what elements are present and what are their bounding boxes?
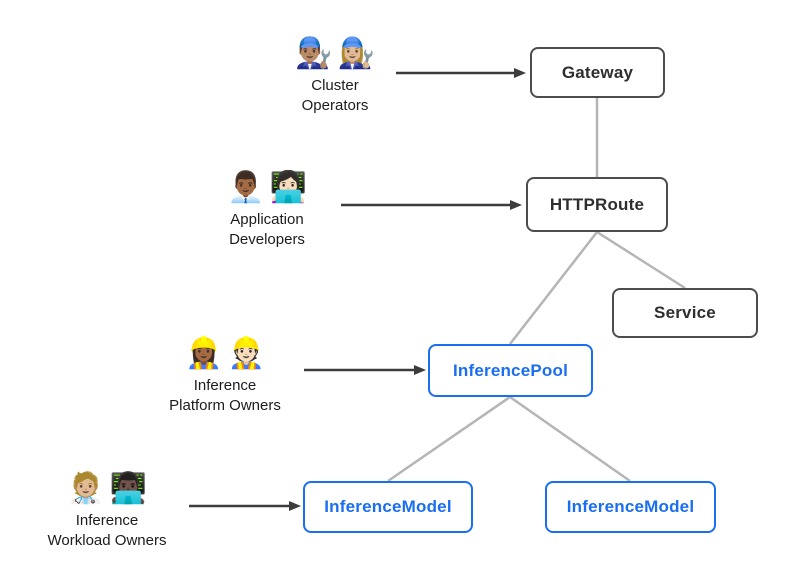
application-developers-label-line2: Developers (229, 231, 305, 248)
node-inferencemodel-right: InferenceModel (545, 481, 716, 533)
man-mechanic-icon: 👨🏽‍🔧 (295, 36, 333, 71)
node-service: Service (612, 288, 758, 338)
inference-workload-owners-label: Inference Workload Owners (48, 511, 167, 551)
actor-inference-platform-owners: 👷🏾‍♀️ 👷🏻 Inference Platform Owners (125, 336, 325, 416)
node-inferencemodel-left-label: InferenceModel (324, 497, 452, 516)
inference-workload-owners-label-line2: Workload Owners (47, 532, 167, 549)
inference-workload-owners-label-line1: Inference (75, 512, 139, 529)
woman-mechanic-icon: 👩🏼‍🔧 (337, 36, 375, 71)
cluster-operators-label-line1: Cluster (311, 77, 359, 94)
node-inferencemodel-right-label: InferenceModel (566, 497, 695, 516)
cluster-operators-label-line2: Operators (301, 97, 369, 114)
woman-technologist-icon: 👩🏻‍💻 (269, 170, 307, 205)
application-developers-emojis: 👨🏾‍💼 👩🏻‍💻 (227, 170, 307, 206)
inference-platform-owners-emojis: 👷🏾‍♀️ 👷🏻 (185, 336, 265, 372)
node-inferencepool: InferencePool (428, 344, 593, 397)
node-service-label: Service (654, 303, 716, 322)
cluster-operators-emojis: 👨🏽‍🔧 👩🏼‍🔧 (295, 36, 375, 72)
edge-inferencepool-inferencemodel-left (387, 395, 511, 483)
health-worker-icon: 🧑🏼‍⚕️ (67, 471, 105, 506)
node-inferencepool-label: InferencePool (452, 360, 569, 380)
edge-httproute-service (596, 230, 686, 290)
actor-cluster-operators: 👨🏽‍🔧 👩🏼‍🔧 Cluster Operators (255, 36, 415, 116)
node-gateway-label: Gateway (561, 62, 634, 82)
woman-construction-worker-icon: 👷🏾‍♀️ (185, 336, 223, 371)
node-httproute-label: HTTPRoute (549, 194, 645, 214)
edge-httproute-inferencepool (509, 231, 598, 345)
actor-application-developers: 👨🏾‍💼 👩🏻‍💻 Application Developers (187, 170, 347, 250)
man-office-worker-icon: 👨🏾‍💼 (227, 170, 265, 205)
application-developers-label-line1: Application (230, 211, 304, 228)
inference-platform-owners-label: Inference Platform Owners (169, 376, 281, 416)
inference-platform-owners-label-line2: Platform Owners (169, 397, 281, 414)
inference-workload-owners-emojis: 🧑🏼‍⚕️ 👨🏿‍💻 (67, 471, 147, 507)
cluster-operators-label: Cluster Operators (302, 76, 369, 116)
node-httproute: HTTPRoute (526, 177, 668, 232)
node-gateway: Gateway (530, 47, 665, 98)
man-technologist-icon: 👨🏿‍💻 (109, 471, 147, 506)
node-inferencemodel-left: InferenceModel (303, 481, 473, 533)
edge-inferencepool-inferencemodel-right (509, 395, 631, 483)
actor-inference-workload-owners: 🧑🏼‍⚕️ 👨🏿‍💻 Inference Workload Owners (7, 471, 207, 551)
construction-worker-icon: 👷🏻 (227, 336, 265, 371)
application-developers-label: Application Developers (229, 210, 305, 250)
inference-platform-owners-label-line1: Inference (193, 377, 257, 394)
